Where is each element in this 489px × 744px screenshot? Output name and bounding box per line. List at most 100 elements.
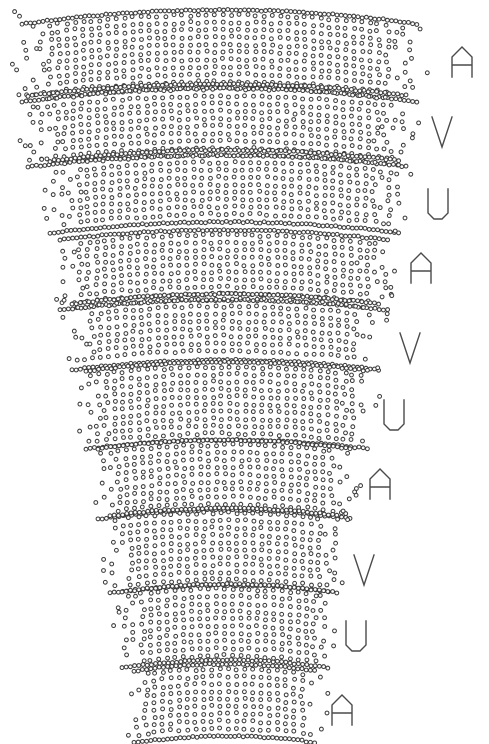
dot: [92, 350, 96, 354]
dot: [71, 124, 75, 128]
dot: [213, 506, 217, 510]
dot: [230, 342, 234, 346]
dot: [186, 83, 190, 87]
dot: [385, 318, 389, 322]
dot: [274, 205, 278, 209]
dot: [137, 377, 141, 381]
dot: [309, 90, 313, 94]
dot: [408, 40, 412, 44]
dot: [158, 661, 162, 665]
dot: [224, 168, 228, 172]
dot: [315, 201, 319, 205]
dot: [235, 125, 239, 129]
dot: [142, 230, 146, 234]
dot: [309, 151, 313, 155]
dot: [178, 126, 182, 130]
dot: [134, 171, 138, 175]
dot: [245, 59, 249, 63]
dot: [276, 264, 280, 268]
dot: [170, 149, 174, 153]
dot: [118, 216, 122, 220]
dot: [301, 708, 305, 712]
dot: [90, 27, 94, 31]
dot: [202, 271, 206, 275]
dot: [292, 686, 296, 690]
dot: [33, 99, 37, 103]
dot: [235, 139, 239, 143]
dot: [417, 121, 421, 125]
dot: [211, 533, 215, 537]
dot: [219, 94, 223, 98]
dot: [253, 14, 257, 18]
dot: [142, 201, 146, 205]
dot: [332, 464, 336, 468]
dot: [276, 9, 280, 13]
dot: [113, 106, 117, 110]
dot: [89, 20, 93, 24]
dot: [102, 239, 106, 243]
dot: [323, 12, 327, 16]
dot: [277, 550, 281, 554]
dot: [376, 366, 380, 370]
dot: [291, 156, 295, 160]
dot: [325, 127, 329, 131]
dot: [245, 50, 249, 54]
dot: [114, 157, 118, 161]
dot: [384, 286, 388, 290]
dot: [267, 659, 271, 663]
dot: [226, 532, 230, 536]
dot: [237, 50, 241, 54]
dot: [101, 367, 105, 371]
dot: [278, 336, 282, 340]
dot: [254, 29, 258, 33]
dot: [213, 27, 217, 31]
dot: [260, 229, 264, 233]
dot: [260, 94, 264, 98]
dot: [120, 224, 124, 228]
dot: [240, 602, 244, 606]
dot: [216, 161, 220, 165]
dot: [222, 459, 226, 463]
dot: [124, 346, 128, 350]
dot: [296, 590, 300, 594]
dot: [150, 587, 154, 591]
dot: [378, 206, 382, 210]
dot: [83, 14, 87, 18]
dot: [362, 306, 366, 310]
dot: [276, 512, 280, 516]
dot: [256, 176, 260, 180]
dot: [111, 290, 115, 294]
dot: [94, 203, 98, 207]
dot: [56, 91, 60, 95]
band-label-3: U: [428, 189, 448, 219]
dot: [131, 344, 135, 348]
dot: [129, 369, 133, 373]
dot: [256, 458, 260, 462]
dot: [145, 551, 149, 555]
dot: [300, 687, 304, 691]
dot: [206, 595, 210, 599]
dot: [226, 675, 230, 679]
dot: [81, 48, 85, 52]
dot: [334, 224, 338, 228]
dot: [61, 265, 65, 269]
dot: [248, 443, 252, 447]
dot: [178, 103, 182, 107]
dot: [102, 569, 106, 573]
dot: [203, 577, 207, 581]
dot: [227, 541, 231, 545]
dot: [221, 583, 225, 587]
dot: [355, 333, 359, 337]
dot: [145, 151, 149, 155]
dot: [360, 20, 364, 24]
dot: [154, 397, 158, 401]
dot: [293, 552, 297, 556]
dot: [241, 176, 245, 180]
dot: [295, 75, 299, 79]
dot: [111, 239, 115, 243]
dot: [227, 704, 231, 708]
dot: [384, 230, 388, 234]
dot: [179, 293, 183, 297]
dot: [198, 610, 202, 614]
dot: [188, 229, 192, 233]
